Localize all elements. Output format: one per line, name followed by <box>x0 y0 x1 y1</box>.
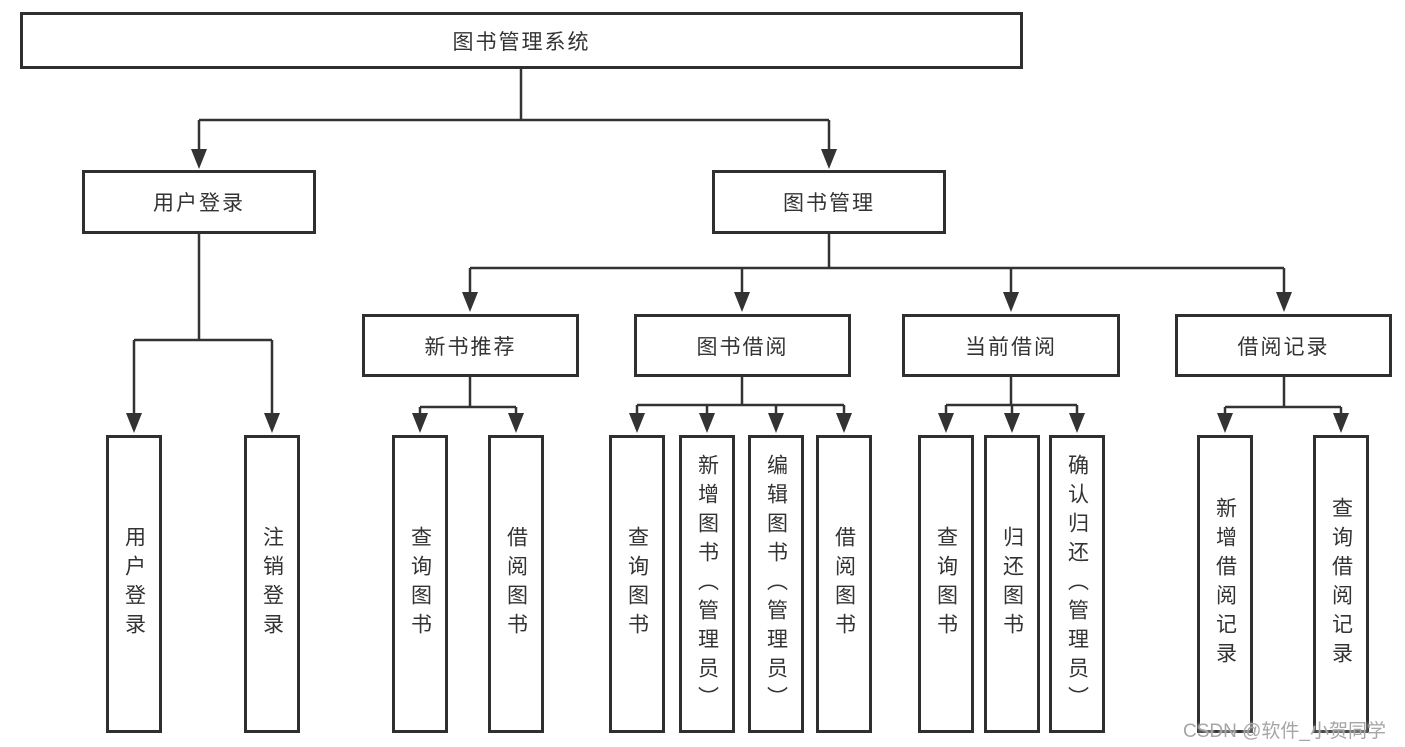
node-user-login: 用户登录 <box>82 170 316 234</box>
node-logout-leaf: 注销登录 <box>244 435 300 733</box>
node-borrow-records: 借阅记录 <box>1175 314 1392 377</box>
arrowhead-icon <box>191 149 207 169</box>
arrowhead-icon <box>629 413 645 433</box>
node-book-management: 图书管理 <box>712 170 946 234</box>
node-borrow-borrow-books: 借阅图书 <box>816 435 872 733</box>
node-recommend-query-books: 查询图书 <box>392 435 448 733</box>
node-borrow-edit-books-admin: 编辑图书（管理员） <box>748 435 804 733</box>
node-current-confirm-return-admin: 确认归还（管理员） <box>1049 435 1105 733</box>
node-records-query-record: 查询借阅记录 <box>1313 435 1369 733</box>
node-borrow-query-books: 查询图书 <box>609 435 665 733</box>
arrowhead-icon <box>1004 413 1020 433</box>
arrowhead-icon <box>768 413 784 433</box>
node-book-borrow: 图书借阅 <box>634 314 851 377</box>
node-records-add-record: 新增借阅记录 <box>1197 435 1253 733</box>
arrowhead-icon <box>1333 413 1349 433</box>
arrowhead-icon <box>1003 292 1019 312</box>
node-borrow-add-books-admin: 新增图书（管理员） <box>679 435 735 733</box>
arrowhead-icon <box>821 149 837 169</box>
arrowhead-icon <box>462 292 478 312</box>
arrowhead-icon <box>938 413 954 433</box>
arrowhead-icon <box>734 292 750 312</box>
arrowhead-icon <box>699 413 715 433</box>
node-user-login-leaf: 用户登录 <box>106 435 162 733</box>
node-new-book-recommend: 新书推荐 <box>362 314 579 377</box>
node-recommend-borrow-books: 借阅图书 <box>488 435 544 733</box>
arrowhead-icon <box>126 413 142 433</box>
arrowhead-icon <box>1217 413 1233 433</box>
node-current-query-books: 查询图书 <box>918 435 974 733</box>
node-root: 图书管理系统 <box>20 12 1023 69</box>
arrowheads <box>126 149 1349 433</box>
node-current-return-books: 归还图书 <box>984 435 1040 733</box>
arrowhead-icon <box>1069 413 1085 433</box>
node-current-borrow: 当前借阅 <box>902 314 1120 377</box>
arrowhead-icon <box>264 413 280 433</box>
arrowhead-icon <box>412 413 428 433</box>
watermark: CSDN @软件_小贺同学 <box>1183 721 1386 742</box>
arrowhead-icon <box>1276 292 1292 312</box>
arrowhead-icon <box>508 413 524 433</box>
arrowhead-icon <box>836 413 852 433</box>
